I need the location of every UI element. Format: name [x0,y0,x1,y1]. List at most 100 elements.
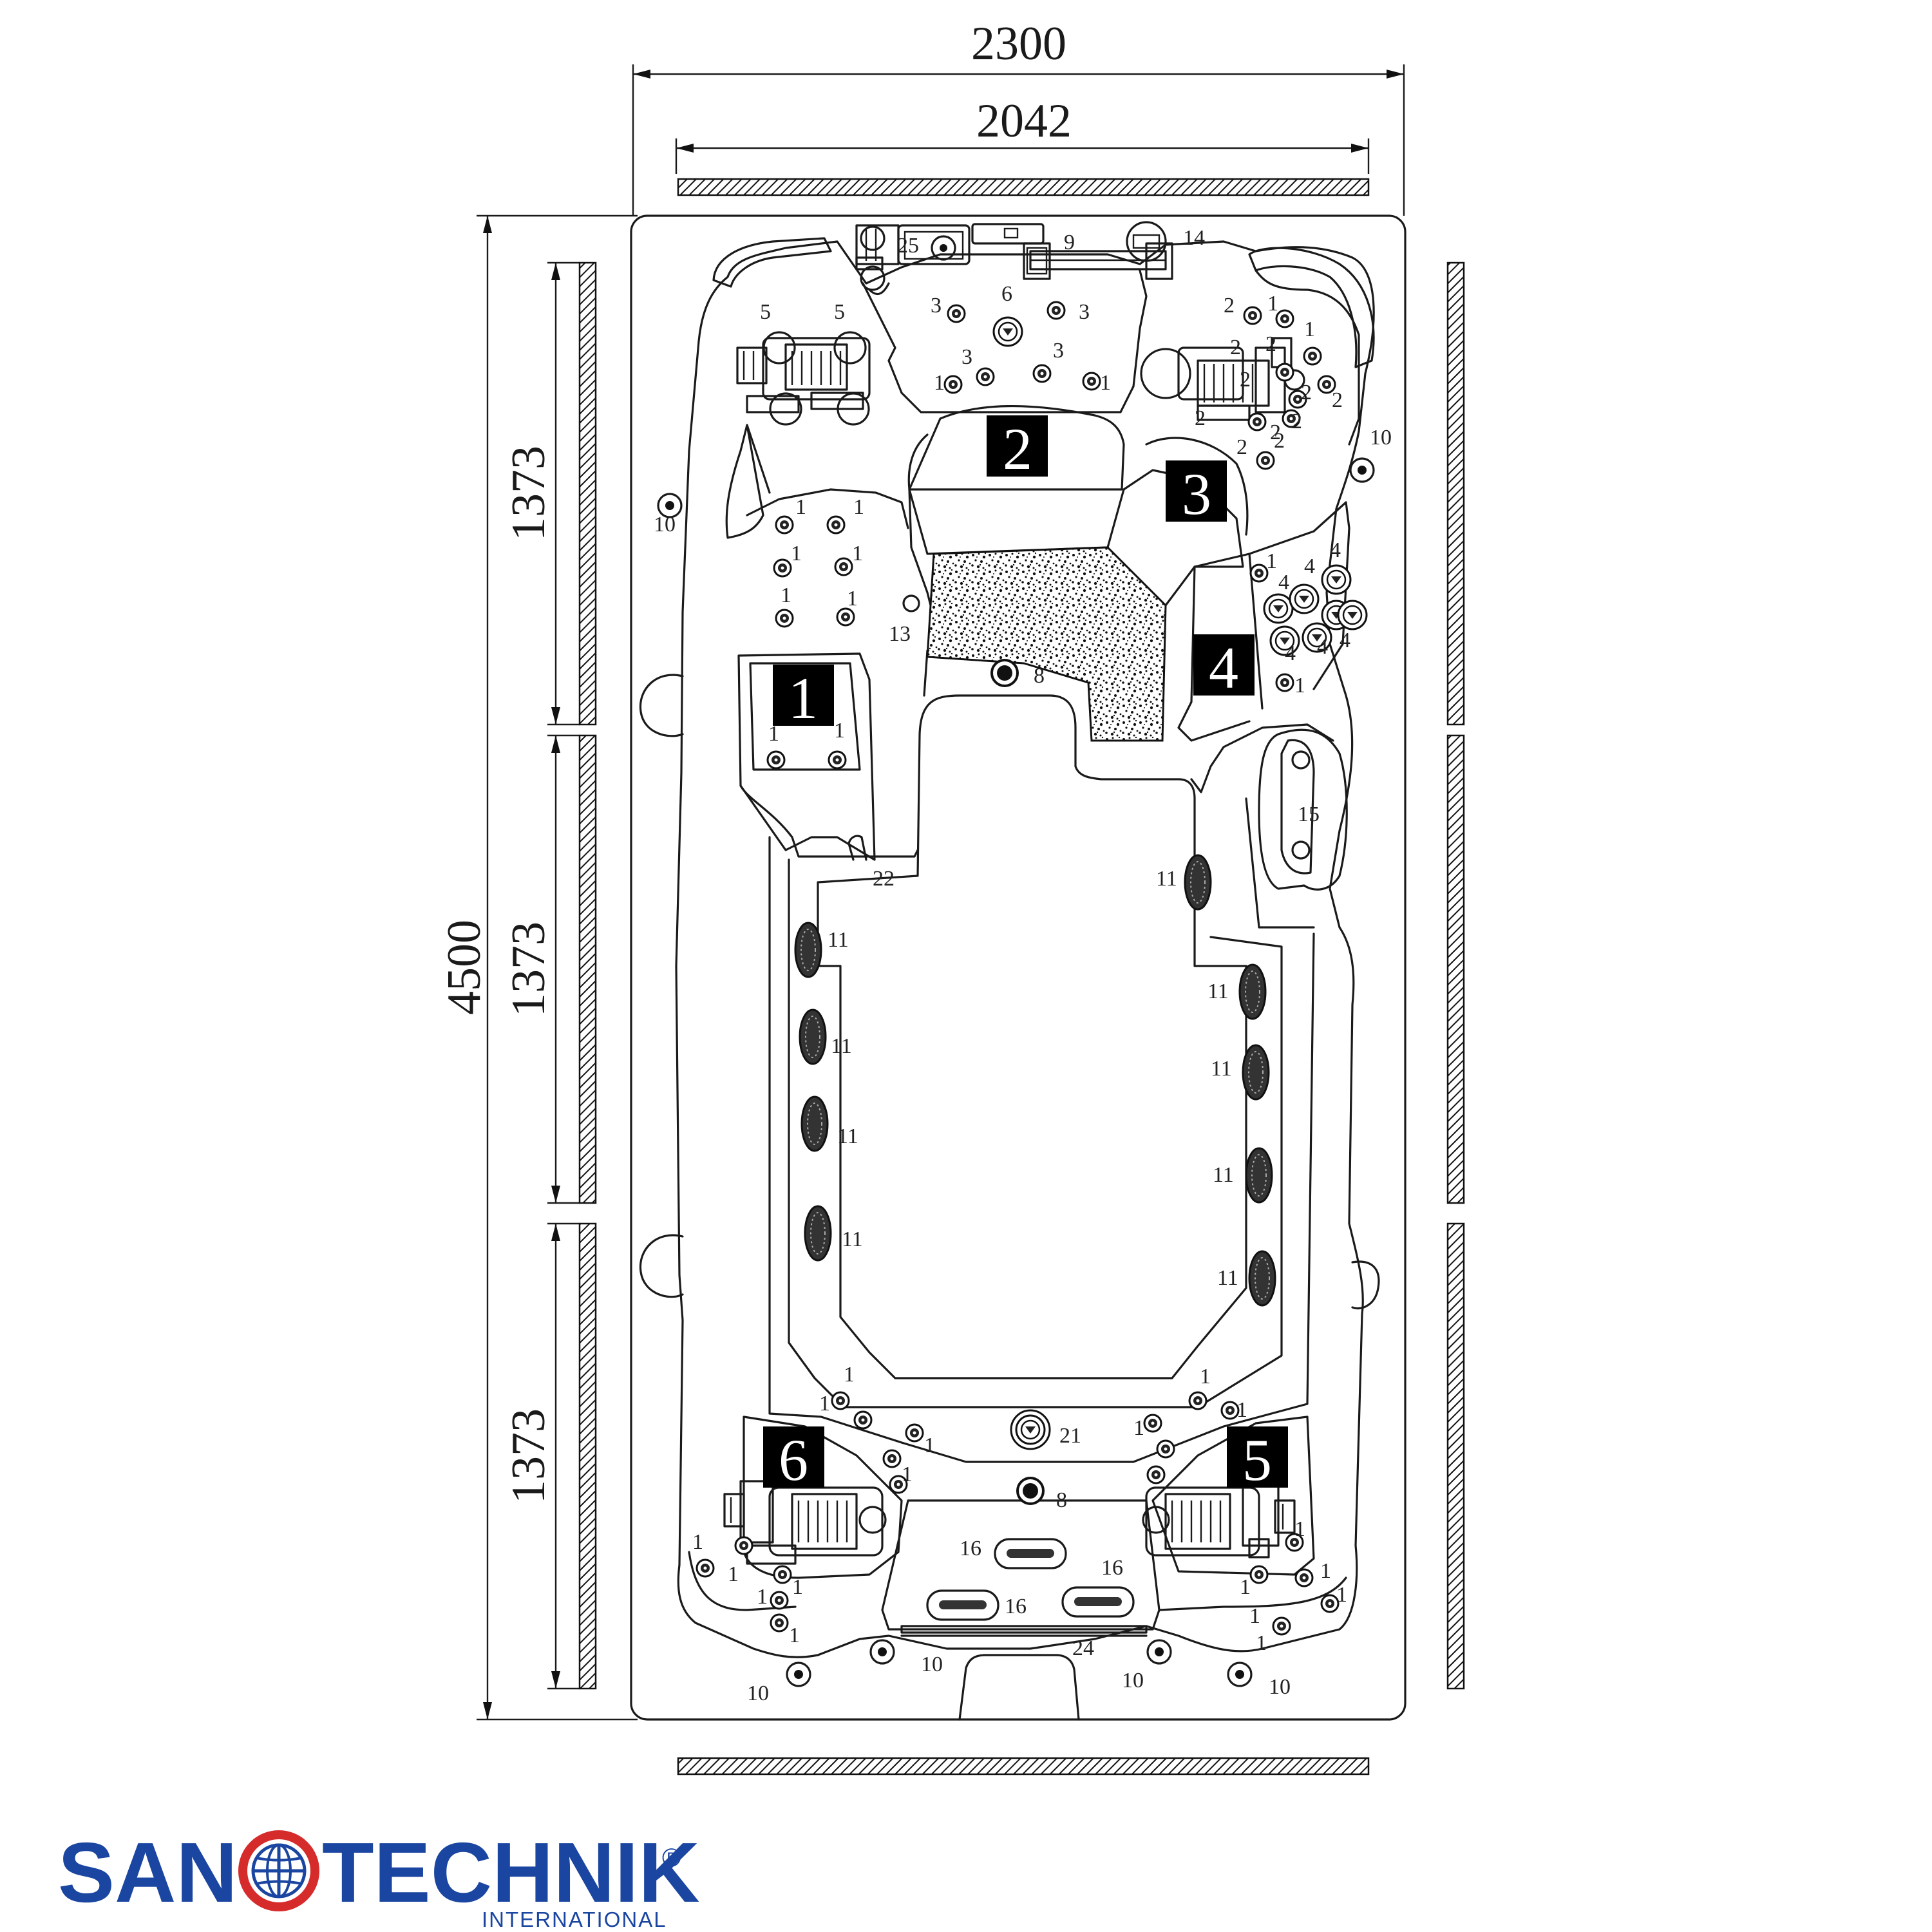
svg-text:10: 10 [921,1653,943,1676]
svg-text:1: 1 [789,1624,800,1647]
zone-5-label: 5 [1242,1427,1272,1493]
svg-text:4: 4 [1285,641,1296,665]
svg-text:2: 2 [1301,381,1312,404]
svg-text:1: 1 [1336,1583,1347,1607]
svg-text:6: 6 [1001,282,1012,306]
textured-seat [926,546,1167,742]
svg-text:1: 1 [1236,1398,1247,1422]
svg-text:16: 16 [960,1537,981,1560]
svg-text:1: 1 [844,1363,855,1387]
pump-6 [723,1480,887,1565]
section-1-label: 1373 [502,446,555,541]
overall-length-label: 4500 [438,920,491,1015]
svg-text:1: 1 [1320,1559,1331,1583]
svg-text:2: 2 [1274,429,1285,453]
dimension-sections: 1373 1373 1373 [502,261,580,1690]
svg-text:1: 1 [1200,1365,1211,1388]
jets [657,301,1375,1687]
svg-text:1: 1 [781,583,791,607]
svg-text:22: 22 [873,867,895,891]
svg-text:10: 10 [1370,426,1392,450]
svg-text:1: 1 [853,495,864,519]
brand-subtitle: INTERNATIONAL [482,1908,667,1931]
dimension-inner-width: 2042 [675,95,1370,174]
svg-text:1: 1 [757,1585,768,1609]
globe-icon [238,1830,319,1911]
svg-text:5: 5 [834,300,845,324]
svg-text:11: 11 [1211,1057,1232,1081]
svg-text:4: 4 [1330,538,1341,562]
section-2-label: 1373 [502,922,555,1017]
svg-text:1: 1 [795,495,806,519]
zone-3-label: 3 [1182,461,1211,527]
svg-text:4: 4 [1317,635,1328,659]
svg-text:1: 1 [792,1575,803,1599]
svg-text:1: 1 [1304,317,1315,341]
svg-text:14: 14 [1183,226,1205,250]
svg-text:1: 1 [902,1463,913,1486]
svg-text:1: 1 [1266,549,1277,573]
callout-labels: 1 1 1 1 1 1 1 1 1 1 1 1 1 1 1 1 1 1 1 1 … [654,226,1392,1705]
equipment [723,221,1305,1565]
svg-text:1: 1 [1294,1517,1305,1541]
svg-text:4: 4 [1278,571,1289,594]
svg-text:8: 8 [1056,1488,1067,1512]
svg-text:10: 10 [1269,1675,1291,1699]
zone-markers: 1 2 3 4 5 6 [763,415,1288,1493]
svg-text:2: 2 [1224,294,1235,317]
svg-text:2: 2 [1240,368,1251,392]
svg-text:1: 1 [1240,1575,1251,1599]
svg-text:8: 8 [1034,664,1045,688]
svg-text:1: 1 [852,542,863,565]
pump-top-left [736,331,871,426]
svg-text:16: 16 [1005,1595,1027,1618]
zone-6-label: 6 [779,1427,808,1493]
svg-text:4: 4 [1340,629,1350,652]
svg-text:1: 1 [934,371,945,395]
svg-text:1: 1 [692,1530,703,1554]
svg-text:1: 1 [1249,1604,1260,1628]
svg-text:1: 1 [1133,1416,1144,1440]
component-14 [1126,221,1167,262]
svg-text:21: 21 [1059,1424,1081,1448]
svg-text:11: 11 [1156,867,1177,891]
svg-text:11: 11 [1213,1163,1234,1187]
svg-text:2: 2 [1236,435,1247,459]
svg-text:16: 16 [1101,1556,1123,1580]
svg-text:2: 2 [1270,421,1281,444]
svg-text:3: 3 [1079,300,1090,324]
svg-text:2: 2 [1291,410,1302,433]
svg-text:25: 25 [897,234,919,258]
swim-area [688,269,1360,1637]
svg-text:3: 3 [961,345,972,369]
section-3-label: 1373 [502,1408,555,1504]
svg-text:1: 1 [819,1392,830,1416]
pump-25 [855,223,1045,296]
brand-left-text: SAN [58,1825,238,1920]
svg-text:11: 11 [837,1124,858,1148]
svg-text:1: 1 [728,1562,739,1586]
dimension-overall-length: 4500 [438,214,638,1721]
svg-text:1: 1 [924,1434,935,1457]
zone-1-label: 1 [788,665,818,731]
svg-text:1: 1 [1294,674,1305,697]
svg-text:11: 11 [842,1227,863,1251]
brand-logo: SAN TECHNIK ® INTERNATIONAL [58,1825,700,1931]
spa-shell [630,214,1406,1721]
overall-width-label: 2300 [971,17,1066,70]
svg-text:10: 10 [747,1681,769,1705]
svg-text:10: 10 [1122,1669,1144,1692]
wall-strips [578,178,1465,1776]
oval-16 [926,1538,1135,1621]
svg-text:11: 11 [1208,980,1229,1003]
svg-text:2: 2 [1332,388,1343,412]
svg-text:1: 1 [791,542,802,565]
zone-4-label: 4 [1209,635,1238,701]
svg-text:1: 1 [1100,371,1111,395]
svg-text:1: 1 [1267,292,1278,316]
svg-text:10: 10 [654,513,676,536]
post-10 [657,457,1375,1687]
registered-mark: ® [662,1844,681,1872]
svg-text:9: 9 [1064,231,1075,254]
